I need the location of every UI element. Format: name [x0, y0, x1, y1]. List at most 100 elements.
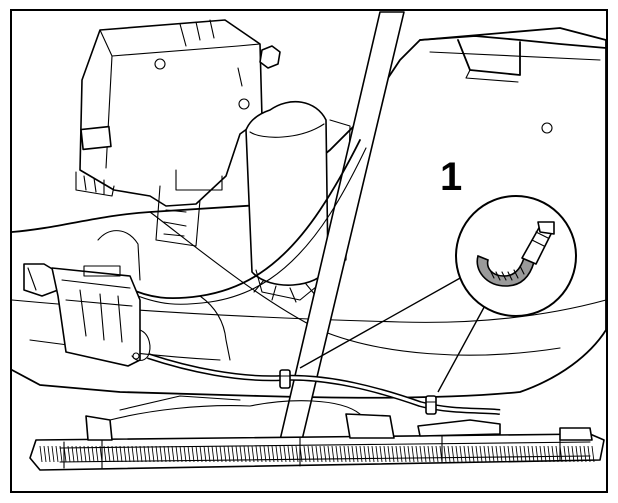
coil-segment: [267, 445, 271, 463]
coil-segment: [47, 445, 51, 463]
coil-segment: [271, 445, 275, 463]
coil-segment: [79, 445, 83, 463]
coil-segment: [479, 445, 483, 463]
coil-segment: [455, 445, 459, 463]
callout-number-1: 1: [440, 155, 462, 199]
coil-segment: [43, 445, 47, 463]
coil-segment: [543, 445, 547, 463]
callout-leader-lines: [299, 267, 489, 393]
coil-segment: [551, 445, 555, 463]
coil-segment: [331, 445, 335, 463]
coil-segment: [591, 445, 595, 463]
coil-segment: [51, 445, 55, 463]
coil-segment: [323, 445, 327, 463]
coil-segment: [375, 445, 379, 463]
coil-segment: [179, 445, 183, 463]
coil-segment: [579, 445, 583, 463]
coil-segment: [59, 445, 63, 463]
coil-segment: [199, 445, 203, 463]
coil-segment: [143, 445, 147, 463]
coil-segment: [359, 445, 363, 463]
coil-segment: [547, 445, 551, 463]
coil-segment: [427, 445, 431, 463]
coil-segment: [291, 445, 295, 463]
coil-segment: [523, 445, 527, 463]
detail-inset: [455, 195, 577, 317]
coil-segment: [419, 445, 423, 463]
coil-segment: [139, 445, 143, 463]
coil-segment: [163, 445, 167, 463]
coil-segment: [195, 445, 199, 463]
coil-segment: [495, 445, 499, 463]
coil-segment: [103, 445, 107, 463]
electrical-connector: [23, 263, 151, 367]
coil-segment: [251, 445, 255, 463]
coil-segment: [351, 445, 355, 463]
coil-segment: [511, 445, 515, 463]
coil-segment: [243, 445, 247, 463]
coil-segment: [99, 445, 103, 463]
coil-segment: [39, 445, 43, 463]
coil-segment: [151, 445, 155, 463]
coil-segment: [203, 445, 207, 463]
coil-segment: [539, 445, 543, 463]
coil-segment: [559, 445, 563, 463]
coil-segment: [155, 445, 159, 463]
coil-segment: [223, 445, 227, 463]
coil-segment: [327, 445, 331, 463]
coil-segment: [315, 445, 319, 463]
coil-segment: [383, 445, 387, 463]
rail-spring-coil: [39, 445, 595, 463]
coil-segment: [535, 445, 539, 463]
coil-segment: [211, 445, 215, 463]
coil-segment: [563, 445, 567, 463]
coil-segment: [235, 445, 239, 463]
coil-segment: [187, 445, 191, 463]
coil-segment: [119, 445, 123, 463]
cable-tie-clip-1: [279, 369, 291, 389]
coil-segment: [279, 445, 283, 463]
coil-segment: [275, 445, 279, 463]
coil-segment: [463, 445, 467, 463]
coil-segment: [207, 445, 211, 463]
coil-segment: [247, 445, 251, 463]
coil-segment: [191, 445, 195, 463]
coil-segment: [435, 445, 439, 463]
coil-segment: [567, 445, 571, 463]
coil-segment: [111, 445, 115, 463]
coil-segment: [399, 445, 403, 463]
coil-segment: [555, 445, 559, 463]
coil-segment: [215, 445, 219, 463]
coil-segment: [227, 445, 231, 463]
coil-segment: [531, 445, 535, 463]
coil-segment: [391, 445, 395, 463]
coil-segment: [147, 445, 151, 463]
coil-segment: [183, 445, 187, 463]
coil-segment: [447, 445, 451, 463]
coil-segment: [159, 445, 163, 463]
coil-segment: [287, 445, 291, 463]
coil-segment: [63, 445, 67, 463]
coil-segment: [335, 445, 339, 463]
coil-segment: [487, 445, 491, 463]
control-module: [75, 19, 281, 247]
coil-segment: [475, 445, 479, 463]
coil-segment: [239, 445, 243, 463]
coil-segment: [295, 445, 299, 463]
coil-segment: [75, 445, 79, 463]
coil-segment: [439, 445, 443, 463]
coil-segment: [371, 445, 375, 463]
coil-segment: [571, 445, 575, 463]
coil-segment: [387, 445, 391, 463]
coil-segment: [255, 445, 259, 463]
coil-segment: [83, 445, 87, 463]
coil-segment: [483, 445, 487, 463]
coil-segment: [431, 445, 435, 463]
coil-segment: [127, 445, 131, 463]
coil-segment: [123, 445, 127, 463]
coil-segment: [403, 445, 407, 463]
coil-segment: [471, 445, 475, 463]
coil-segment: [259, 445, 263, 463]
coil-segment: [311, 445, 315, 463]
